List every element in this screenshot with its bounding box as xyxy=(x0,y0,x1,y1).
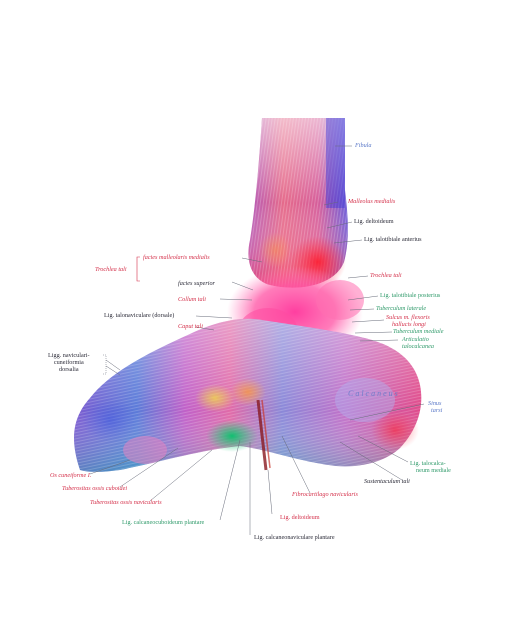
label-lig-deltoideum-bottom: Lig. deltoideum xyxy=(280,514,320,521)
label-fibula: Fibula xyxy=(355,142,372,149)
label-lig-tc-line2: neum mediale xyxy=(416,467,451,474)
navicular-bracket xyxy=(103,354,107,375)
label-lig-talocalcaneum-mediale: Lig. talocalca- neum mediale xyxy=(410,460,451,474)
label-fibrocartilago-navicularis: Fibrocartilago navicularis xyxy=(292,491,358,498)
label-trochlea-tali-left: Trochlea tali xyxy=(95,266,127,273)
label-caput-tali: Caput tali xyxy=(178,323,203,330)
label-sustentaculum-tali: Sustentaculum tali xyxy=(364,478,410,485)
label-malleolus-medialis: Malleolus medialis xyxy=(348,198,396,205)
label-lig-talotibiale-anterius-text: Lig. talotibiale anterius xyxy=(364,236,422,243)
label-articulatio-talocalcanea: Articulatio talocalcanea xyxy=(402,336,434,350)
label-tuberositas-navicularis: Tuberositas ossis navicularis xyxy=(90,499,162,506)
label-lig-calcaneocuboideum: Lig. calcaneocuboideum plantare xyxy=(122,519,205,526)
label-tuberculum-mediale: Tuberculum mediale xyxy=(393,328,444,335)
label-articulatio-line2: talocalcanea xyxy=(402,343,434,350)
label-lig-calcaneonaviculare: Lig. calcaneonaviculare plantare xyxy=(254,534,335,541)
label-ligg-nc-line2: cuneiformia xyxy=(53,359,84,366)
label-sulcus-flexoris-line1: Sulcus m. flexoris xyxy=(386,314,430,321)
label-tuberculum-laterale: Tuberculum laterale xyxy=(376,305,427,312)
label-ligg-navicularicuneiformia: Ligg. naviculari- cuneiformia dorsalia xyxy=(48,352,90,373)
label-sinus-line1: Sinus xyxy=(428,400,442,407)
tibia-shaft xyxy=(248,118,348,288)
label-calcaneus: Calcaneus xyxy=(348,389,400,398)
label-lig-talotibiale-anterius: Lig. talotibiale anterius xyxy=(364,236,422,243)
label-lig-talotibiale-posterius: Lig. talotibiale posterius xyxy=(380,292,441,299)
label-trochlea-tali-right: Trochlea tali xyxy=(370,272,402,279)
label-collum-tali: Collum tali xyxy=(178,296,207,303)
label-lig-deltoideum-top: Lig. deltoideum xyxy=(354,218,394,225)
leader-lines xyxy=(89,145,425,535)
label-facies-malleolaris-medialis: facies malleolaris medialis xyxy=(143,254,210,261)
label-facies-superior: facies superior xyxy=(178,280,215,287)
label-sulcus-flexoris: Sulcus m. flexoris hallucis longi xyxy=(386,314,430,328)
label-sulcus-flexoris-line2: hallucis longi xyxy=(392,321,426,328)
label-tuberositas-cuboidei: Tuberositas ossis cuboidei xyxy=(62,485,128,492)
label-lig-tc-line1: Lig. talocalca- xyxy=(410,460,446,467)
label-os-cuneiforme: Os cuneiforme I. xyxy=(50,472,92,479)
label-lig-talonaviculare: Lig. talonaviculare (dorsale) xyxy=(104,312,175,319)
label-sinus-line2: tarsi xyxy=(431,407,443,414)
label-sinus-tarsi: Sinus tarsi xyxy=(428,400,442,414)
trochlea-bracket xyxy=(136,256,140,282)
label-ligg-nc-line1: Ligg. naviculari- xyxy=(48,352,90,359)
label-articulatio-line1: Articulatio xyxy=(402,336,429,343)
label-ligg-nc-line3: dorsalia xyxy=(59,366,79,373)
foot xyxy=(74,318,422,472)
